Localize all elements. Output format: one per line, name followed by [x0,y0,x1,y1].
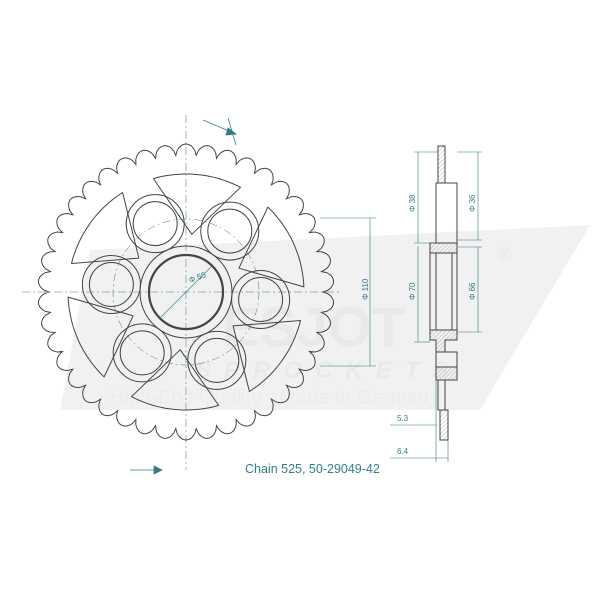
bolt-hole-boss [112,323,172,383]
total-thickness-dimension: 6.4 [397,447,409,456]
part-caption: Chain 525, 50-29049-42 [245,462,380,476]
lightening-cutout [67,296,134,378]
side-hub-top [429,242,458,254]
sprocket-side-view: Φ 38 Φ 36 Φ 70 Φ 66 5.3 6.4 [390,145,482,462]
center-lines [22,115,340,470]
lightening-cutout [152,173,241,235]
hub-inner-dimension: Φ 66 [468,282,477,300]
watermark-registered: ® [497,245,512,267]
bolt-hole [207,208,253,254]
side-tooth-top [437,145,446,184]
bolt-hole [238,277,284,322]
hub-inner-top-dimension: Φ 36 [468,194,477,212]
lightening-cutout [131,349,220,411]
bolt-hole [194,337,240,383]
lightening-cutout [71,192,140,264]
lightening-cutout [232,320,301,392]
plate-thickness-dimension: 5.3 [397,414,409,423]
lightening-cutout [238,206,305,288]
pitch-circle-dimension: Φ 110 [361,278,370,300]
watermark-tagline: High-End Quality - Made In Germany [110,387,439,409]
bolt-hole-boss [187,330,247,390]
watermark-sub: SPROCKETS [195,357,461,384]
section-arrow-bottom [153,465,163,475]
side-tooth-bottom [439,409,449,441]
section-arrows [130,117,238,475]
hub-outer-top-dimension: Φ 38 [408,194,417,212]
sprocket-front-view [22,115,340,470]
side-lower-section [435,366,458,381]
bolt-hole [119,330,165,376]
bolt-hole [132,201,178,247]
bolt-hole-boss [125,194,185,254]
hub-outer-dimension: Φ 70 [408,282,417,300]
pitch-circle-dimension-lines [320,217,376,367]
lightening-cutouts [67,173,305,411]
watermark-brand: ESJOT [222,295,406,358]
side-dimension-lines [390,151,482,462]
bore-dimension-line [159,265,213,319]
bolt-hole-boss [200,201,260,261]
bolt-hole [88,262,134,307]
